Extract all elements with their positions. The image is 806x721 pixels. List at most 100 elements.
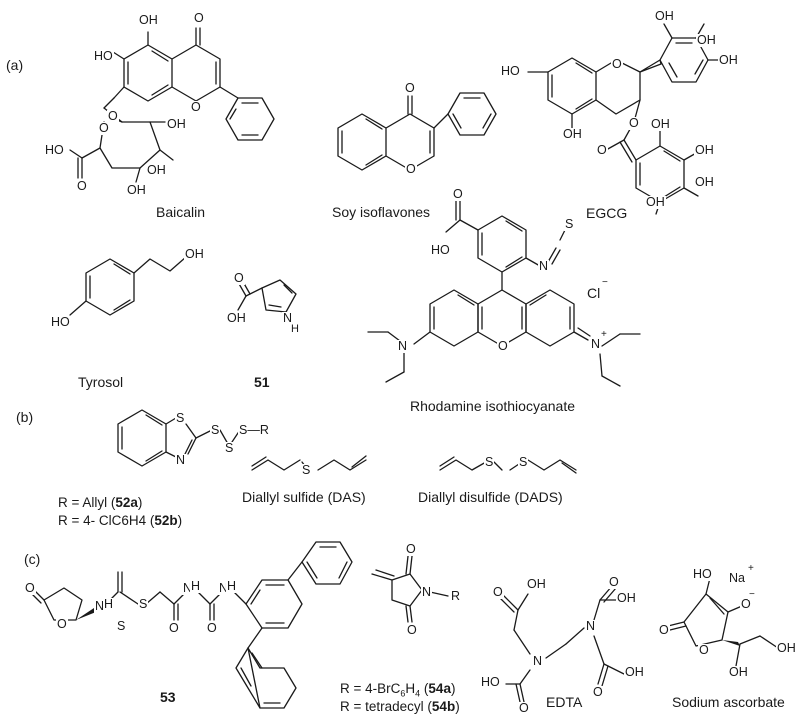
atom-s: S [116,619,127,633]
atom-o: O [168,621,180,635]
atom-oh: OH [645,195,666,209]
atom-s: S [138,597,149,611]
r-group-52a: R = Allyl (52a) [58,495,143,511]
dads-label: Diallyl disulfide (DADS) [418,489,563,505]
minus-charge: − [601,277,609,288]
atom-n: N [532,654,544,668]
atom-o: O [190,100,202,114]
r-group-54b-close: ) [455,699,460,714]
r-group-54a-close: ) [450,681,456,696]
atom-oh: OH [146,163,167,177]
atom-n: N [590,337,602,351]
atom-oh: OH [728,665,749,679]
atom-n: N [397,339,409,353]
atom-o: O [404,81,416,95]
atom-ho: HO [44,143,65,157]
atom-o: O [698,643,710,657]
soy-isoflavones-label: Soy isoflavones [332,204,431,220]
atom-o: O [405,542,417,556]
atom-oh: OH [694,175,715,189]
r-group-52a-close: ) [137,495,143,510]
r-group-54a-h: H [405,681,416,696]
atom-ho: HO [430,243,451,257]
tyrosol-structure [69,256,187,316]
dads-structure [439,456,577,474]
atom-o: O [56,617,68,631]
compound-54-structure [371,555,449,623]
atom-n: N [282,311,294,325]
atom-ho: HO [692,567,713,581]
soy-isoflavone-structure [337,92,497,171]
atom-oh: OH [184,247,205,261]
plus-charge: + [600,329,608,340]
plus-charge: + [747,563,755,574]
baicalin-label: Baicalin [156,204,206,220]
r-group-54a-text: R = 4-BrC [340,681,401,696]
r-group-52b: R = 4- ClC6H4 (52b) [58,513,182,529]
compound-id-54a: 54a [428,681,451,696]
atom-s: S [484,455,495,469]
tyrosol-label: Tyrosol [78,374,124,390]
atom-o: O [107,109,119,123]
atom-ho: HO [500,64,521,78]
r-group-52b-text: R = 4- ClC6H4 ( [58,513,155,528]
atom-o: O [206,621,218,635]
egcg-label: EGCG [586,205,628,221]
atom-n: N [218,581,230,595]
subscript-4: 4 [415,688,421,699]
atom-oh: OH [718,53,739,67]
compound-51-structure [237,279,297,313]
atom-o: O [658,623,670,637]
atom-s: S [518,455,529,469]
atom-o: O [740,597,752,611]
r-group-52a-text: R = Allyl ( [58,495,116,510]
atom-o: O [98,121,110,135]
atom-oh: OH [138,13,159,27]
atom-o: O [76,179,88,193]
atom-o: O [492,585,504,599]
sodium-ascorbate-label: Sodium ascorbate [672,694,785,710]
atom-oh: OH [166,117,187,131]
atom-o: O [611,57,623,71]
atom-r: R [450,589,462,603]
edta-label: EDTA [546,694,583,710]
section-label-a: (a) [6,57,24,73]
atom-oh: OH [624,665,645,679]
egcg-structure [527,23,723,215]
atom-oh: OH [694,143,715,157]
edta-structure [499,585,625,703]
atom-cl: Cl [586,285,602,301]
r-group-54a-open: ( [420,681,429,696]
das-label: Diallyl sulfide (DAS) [242,489,366,505]
atom-o: O [518,701,530,715]
atom-o: O [596,143,608,157]
atom-s: S [175,411,186,425]
atom-ho: HO [480,675,501,689]
atom-o: O [405,162,417,176]
atom-ho: HO [50,315,71,329]
atom-oh: OH [776,641,797,655]
atom-n: N [182,581,194,595]
ascorbate-structure [667,577,779,667]
atom-h: H [190,579,202,593]
atom-o: O [24,581,36,595]
atom-s: S [210,423,221,437]
atom-o: O [592,685,604,699]
atom-o: O [608,575,620,589]
atom-o: O [452,187,464,201]
atom-oh: OH [226,311,247,325]
compound-id-52b: 52b [154,513,178,528]
atom-oh: OH [654,9,675,23]
atom-o: O [628,116,640,130]
atom-o: O [497,339,509,353]
atom-o: O [406,623,418,637]
section-label-c: (c) [24,551,41,567]
atom-h: H [290,323,300,335]
atom-s-r: S—R [238,423,270,437]
atom-h: H [226,579,238,593]
atom-o: O [233,271,245,285]
atom-o: O [193,11,205,25]
rhodamine-structure [367,199,641,387]
atom-oh: OH [562,127,583,141]
